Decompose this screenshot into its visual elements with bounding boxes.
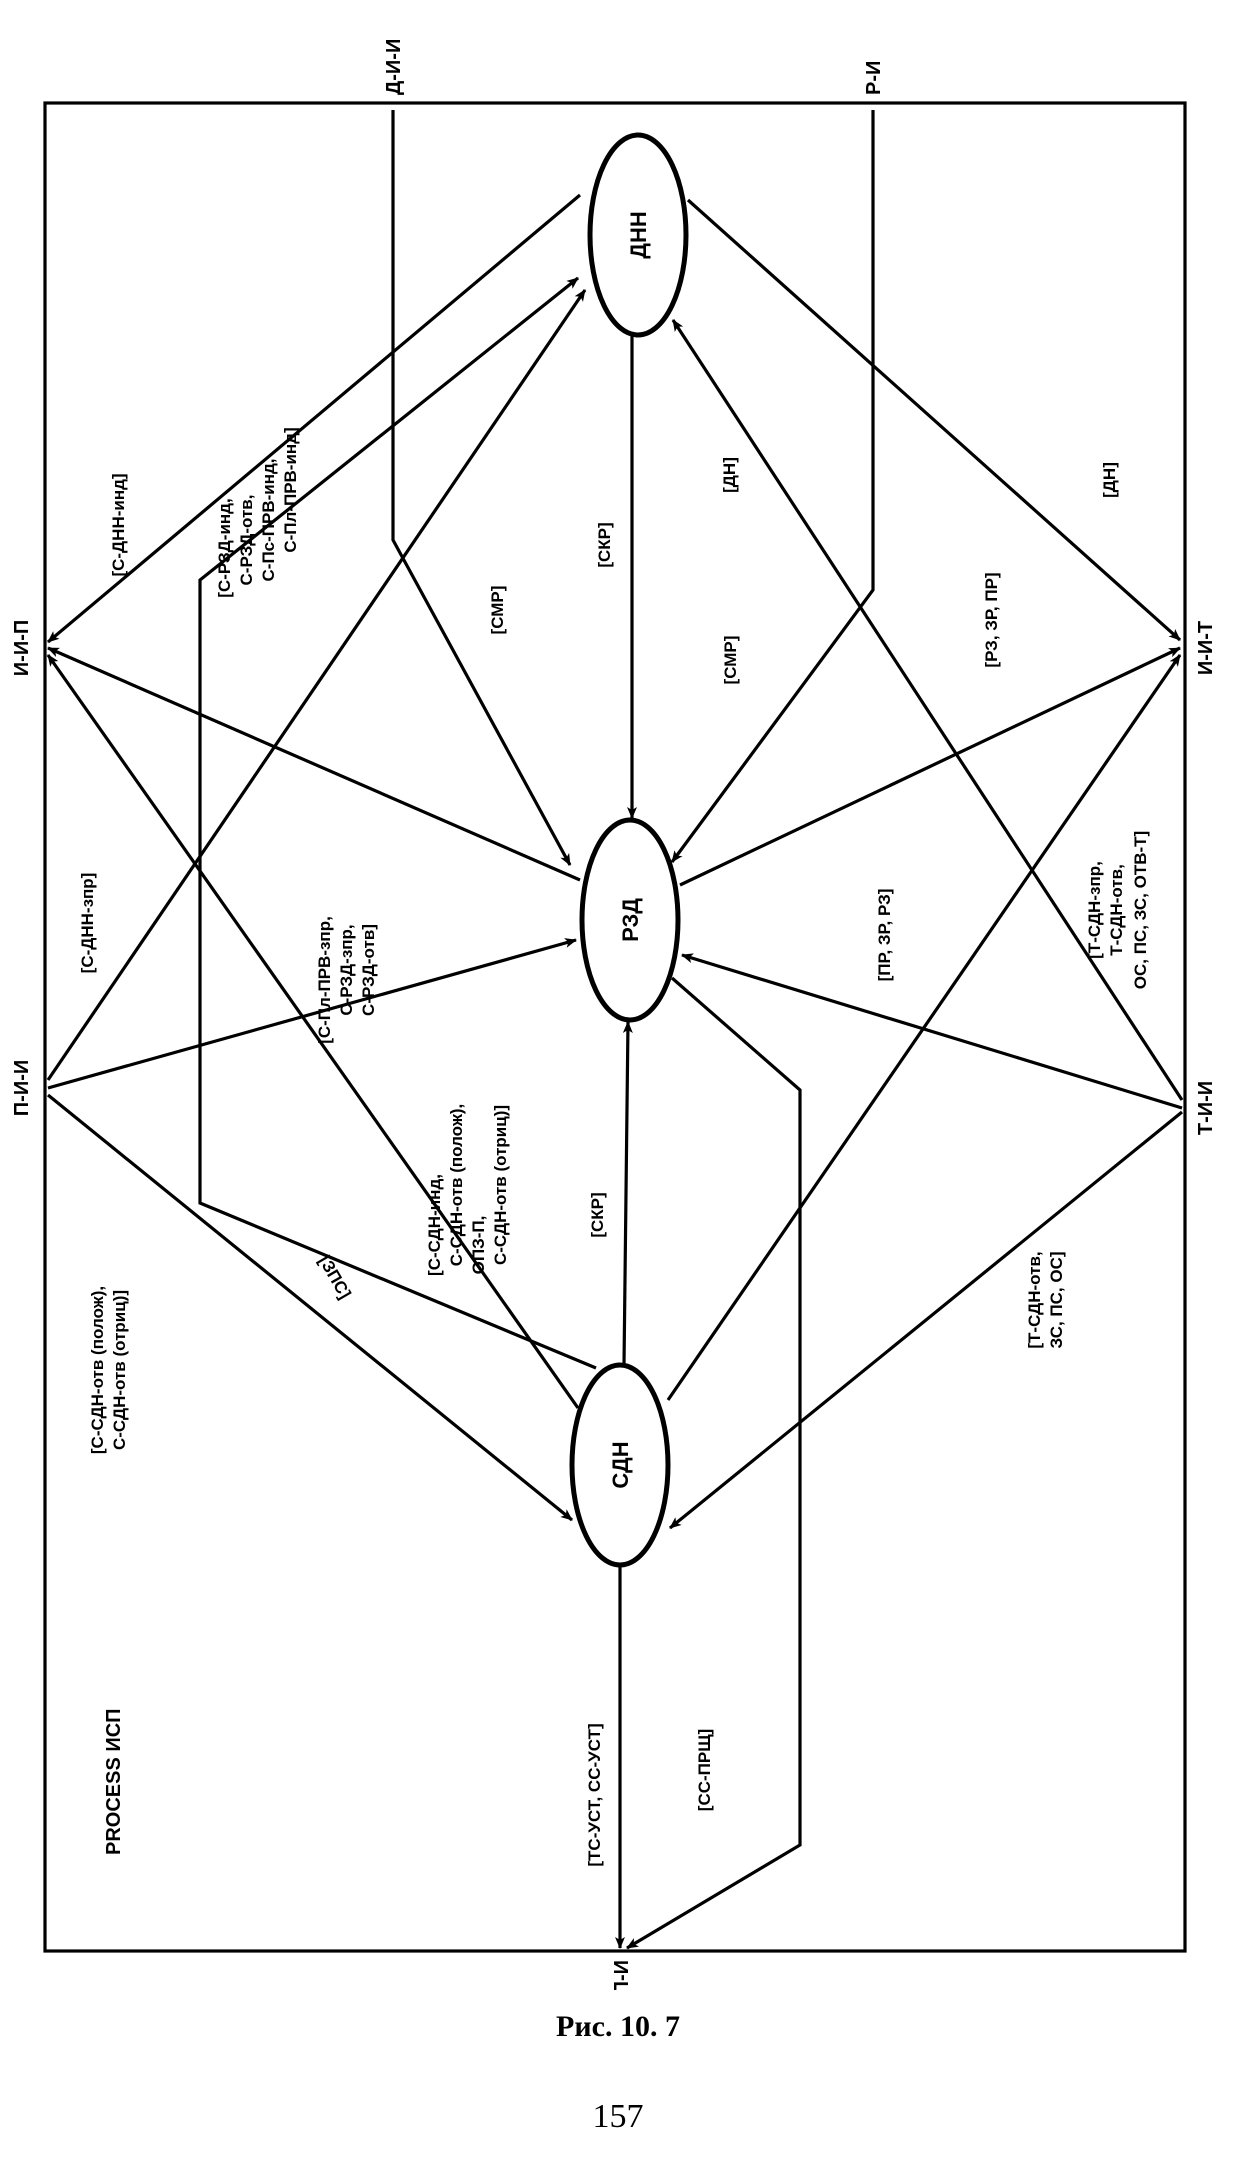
edge-ri-to-rzd bbox=[670, 110, 875, 863]
edge-sdn-to-iip bbox=[46, 654, 580, 1409]
endpoint-i-i-p: И-И-П bbox=[11, 620, 33, 676]
edge-pii-to-dnn bbox=[46, 289, 587, 1081]
endpoint-r-i: Р-И bbox=[863, 61, 885, 95]
edge-rzd-to-iit bbox=[679, 646, 1181, 887]
signal-t-sdn-zapr-line-1: [Т-СДН-зпр, bbox=[1085, 861, 1104, 959]
signal-s-sdn-ind-line-2: С-СДН-отв (полож), bbox=[447, 1104, 466, 1267]
signal-zps: [ЗПС] bbox=[315, 1252, 355, 1302]
signal-s-sdn-otv-line-1: [С-СДН-отв (полож), bbox=[88, 1286, 107, 1454]
process-frame bbox=[43, 101, 1187, 1953]
signal-t-sdn-otv-line-2: ЗС, ПС, ОС] bbox=[1047, 1251, 1066, 1348]
signal-smr-1: [СМР] bbox=[488, 586, 507, 635]
page-number: 157 bbox=[592, 2098, 644, 2135]
signal-s-rzd-group: [С-РЗД-инд, С-РЗД-отв, С-Пс-ПРВ-инд, С-П… bbox=[215, 427, 300, 597]
signal-skr-2: [СКР] bbox=[588, 1192, 607, 1237]
edge-tii-to-dnn bbox=[671, 319, 1184, 1101]
signal-smr-2: [СМР] bbox=[721, 636, 740, 685]
signal-s-pl-prv-line-2: С-РЗД-зпр, bbox=[337, 924, 356, 1015]
signal-s-pl-prv-group: [С-Пл-ПРВ-зпр, С-РЗД-зпр, С-РЗД-отв] bbox=[315, 916, 378, 1044]
process-title: PROCESS ИСП bbox=[103, 1708, 125, 1855]
edge-dnn-to-iip bbox=[46, 193, 582, 644]
edge-dii-to-rzd bbox=[391, 110, 572, 866]
signal-s-sdn-ind-line-1: [С-СДН-инд, bbox=[425, 1174, 444, 1276]
signal-s-rzd-line-3: С-Пс-ПРВ-инд, bbox=[259, 458, 278, 581]
node-rzd bbox=[579, 817, 681, 1023]
edge-sdn-to-dnn bbox=[198, 276, 597, 1370]
signal-t-sdn-zapr-group: [Т-СДН-зпр, Т-СДН-отв, ОС, ПС, ЗС, ОТВ-Т… bbox=[1085, 831, 1150, 989]
signal-rz-zr-pr: [РЗ, ЗР, ПР] bbox=[982, 572, 1001, 667]
edge-pii-to-rzd bbox=[47, 938, 577, 1090]
signal-s-sdn-otv-line-2: С-СДН-отв (отриц)] bbox=[110, 1290, 129, 1450]
endpoint-i-i-t: И-И-Т bbox=[1195, 621, 1217, 675]
signal-skr-1: [СКР] bbox=[595, 522, 614, 567]
process-diagram: ДНН РЗД СДН Д-И-И Р-И И-И-П И-И-Т П-И-И … bbox=[11, 39, 1217, 1990]
edge-tii-to-rzd bbox=[681, 953, 1183, 1110]
signal-s-dnn-ind: [С-ДНН-инд] bbox=[109, 473, 128, 576]
figure-caption: Рис. 10. 7 bbox=[556, 2010, 680, 2043]
signal-t-sdn-otv-group: [Т-СДН-отв, ЗС, ПС, ОС] bbox=[1025, 1251, 1066, 1348]
signal-t-sdn-zapr-line-2: Т-СДН-отв, bbox=[1107, 864, 1126, 956]
signal-s-pl-prv-line-1: [С-Пл-ПРВ-зпр, bbox=[315, 916, 334, 1044]
signal-dn-1: [ДН] bbox=[720, 457, 739, 493]
signal-s-rzd-line-4: С-Пл-ПРВ-инд] bbox=[281, 427, 300, 552]
signal-t-sdn-zapr-line-3: ОС, ПС, ЗС, ОТВ-Т] bbox=[1131, 831, 1150, 989]
node-sdn-label: СДН bbox=[608, 1441, 633, 1488]
signal-s-sdn-ind-line-4: С-СДН-отв (отриц)] bbox=[491, 1105, 510, 1265]
signal-t-sdn-otv-line-1: [Т-СДН-отв, bbox=[1025, 1251, 1044, 1348]
node-dnn-label: ДНН bbox=[626, 211, 651, 258]
signal-dn-2: [ДН] bbox=[1100, 462, 1119, 498]
edge-pii-to-sdn bbox=[46, 1093, 574, 1522]
signal-pr-zr-rz: [ПР, ЗР, РЗ] bbox=[875, 889, 894, 982]
node-dnn bbox=[587, 132, 689, 338]
edge-dnn-to-iit bbox=[686, 198, 1182, 642]
signal-s-rzd-line-2: С-РЗД-отв, bbox=[237, 495, 256, 586]
signal-s-dnn-zapr: [С-ДНН-зпр] bbox=[78, 873, 97, 974]
signal-s-pl-prv-line-3: С-РЗД-отв] bbox=[359, 924, 378, 1016]
edge-tii-to-sdn bbox=[668, 1110, 1184, 1530]
endpoint-i-p-i: И-П-И bbox=[611, 1960, 633, 1990]
edge-rzd-to-iip bbox=[47, 646, 581, 882]
signal-s-sdn-otv-group: [С-СДН-отв (полож), С-СДН-отв (отриц)] bbox=[88, 1286, 129, 1454]
endpoint-t-i-i: Т-И-И bbox=[1195, 1081, 1217, 1135]
signal-s-sdn-ind-line-3: ОПЗ-П, bbox=[469, 1216, 488, 1275]
node-rzd-label: РЗД bbox=[618, 898, 643, 942]
signal-s-sdn-ind-group: [С-СДН-инд, С-СДН-отв (полож), ОПЗ-П, С-… bbox=[425, 1104, 510, 1276]
edge-sdn-to-rzd bbox=[622, 1021, 633, 1366]
signal-tc-ust: [ТС-УСТ, СС-УСТ] bbox=[585, 1723, 604, 1866]
endpoint-p-i-i: П-И-И bbox=[11, 1060, 33, 1116]
signal-ss-prsh: [СС-ПРЩ] bbox=[695, 1729, 714, 1811]
edge-sdn-to-iit bbox=[666, 654, 1182, 1401]
endpoint-d-i-i: Д-И-И bbox=[383, 39, 405, 95]
signal-s-rzd-line-1: [С-РЗД-инд, bbox=[215, 498, 234, 597]
edge-rzd-to-ipi bbox=[626, 976, 802, 1950]
